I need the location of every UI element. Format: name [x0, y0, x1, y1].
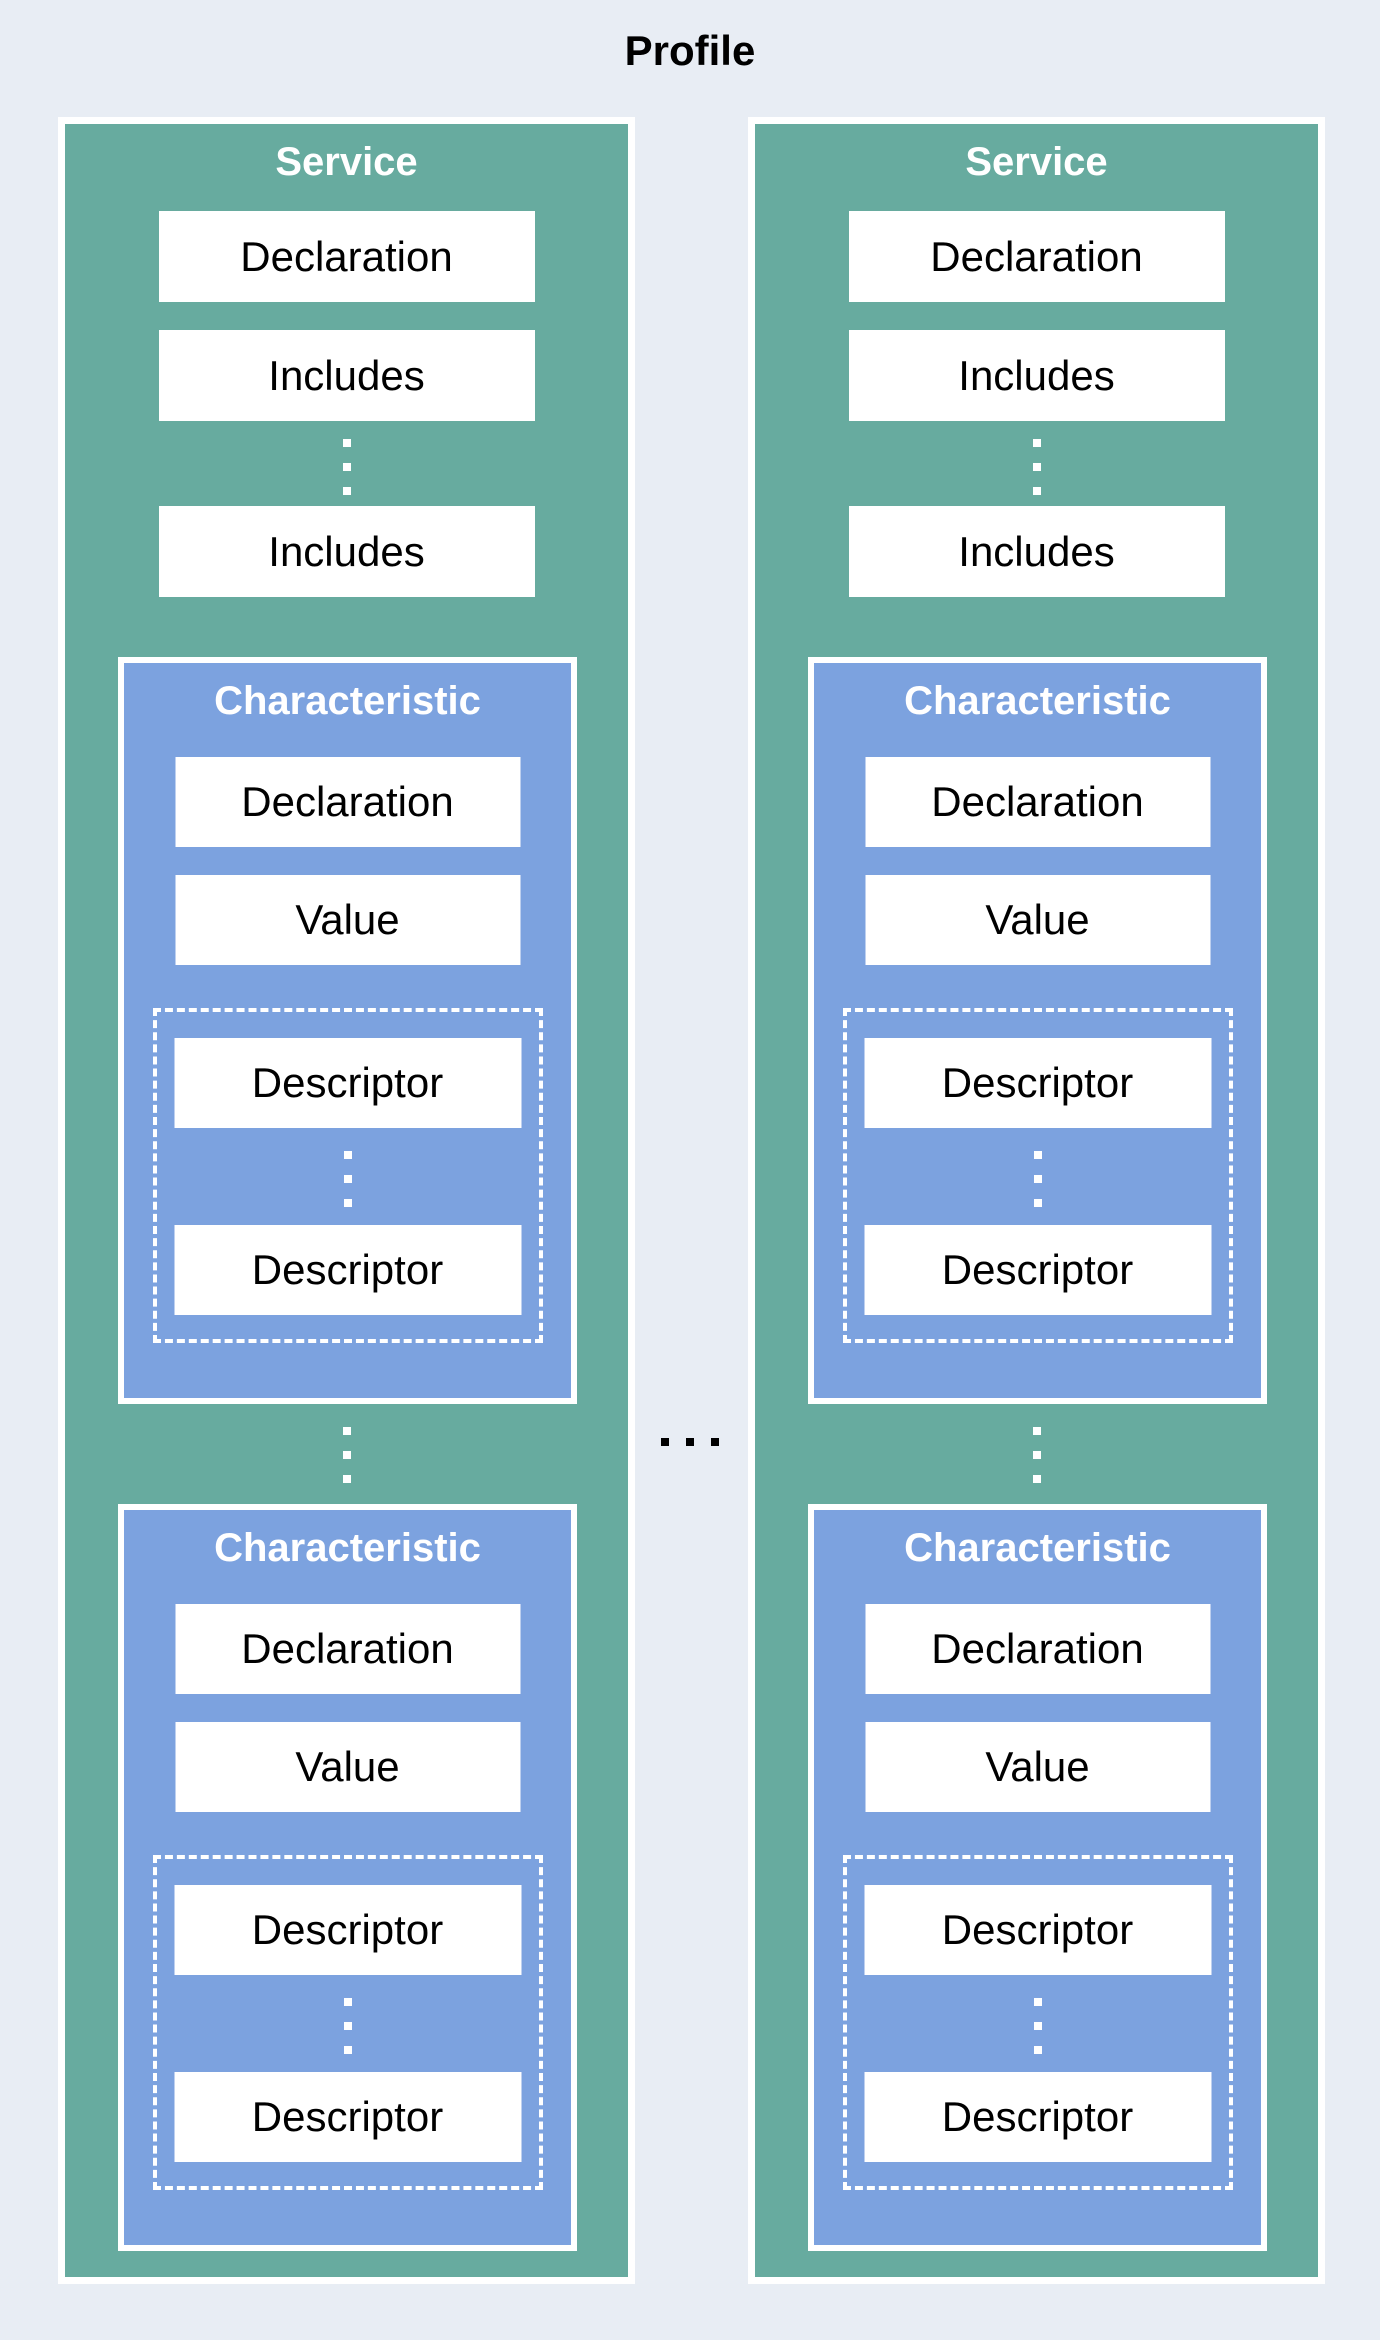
dot: [342, 1427, 351, 1435]
descriptor-box: Descriptor: [864, 1225, 1211, 1315]
dot: [1032, 487, 1041, 495]
vertical-ellipsis-icon: [1032, 439, 1041, 495]
descriptor-box: Descriptor: [174, 1225, 521, 1315]
vertical-ellipsis-icon: [342, 1427, 351, 1483]
declaration-box: Declaration: [175, 1604, 520, 1694]
vertical-ellipsis-icon: [1033, 1998, 1042, 2054]
characteristic-panel: Characteristic Declaration Value Descrip…: [118, 1504, 577, 2251]
dot: [342, 439, 351, 447]
dot: [1032, 1451, 1041, 1459]
dot: [343, 1998, 352, 2006]
dot: [343, 1199, 352, 1207]
includes-box: Includes: [158, 330, 535, 421]
descriptor-box: Descriptor: [174, 1038, 521, 1128]
service-title: Service: [275, 140, 418, 184]
vertical-ellipsis-icon: [1032, 1427, 1041, 1483]
dot: [1033, 2046, 1042, 2054]
dot: [686, 1438, 694, 1446]
dot: [1032, 1427, 1041, 1435]
dot: [1032, 463, 1041, 471]
vertical-ellipsis-icon: [343, 1151, 352, 1207]
dot: [1033, 2022, 1042, 2030]
dot: [711, 1438, 719, 1446]
dot: [343, 1175, 352, 1183]
characteristic-panel: Characteristic Declaration Value Descrip…: [118, 657, 577, 1404]
characteristic-title: Characteristic: [214, 1526, 481, 1570]
descriptor-box: Descriptor: [174, 2072, 521, 2162]
vertical-ellipsis-icon: [342, 439, 351, 495]
includes-box: Includes: [848, 506, 1225, 597]
descriptor-box: Descriptor: [864, 1885, 1211, 1975]
value-box: Value: [175, 1722, 520, 1812]
descriptor-box: Descriptor: [864, 1038, 1211, 1128]
dot: [343, 2022, 352, 2030]
dot: [661, 1438, 669, 1446]
declaration-box: Declaration: [865, 757, 1210, 847]
includes-box: Includes: [848, 330, 1225, 421]
dot: [342, 487, 351, 495]
horizontal-ellipsis-icon: [661, 1438, 719, 1446]
descriptor-box: Descriptor: [174, 1885, 521, 1975]
descriptor-group: Descriptor Descriptor: [152, 1008, 543, 1343]
characteristic-title: Characteristic: [904, 679, 1171, 723]
value-box: Value: [865, 1722, 1210, 1812]
dot: [1032, 1475, 1041, 1483]
service-title: Service: [965, 140, 1108, 184]
descriptor-box: Descriptor: [864, 2072, 1211, 2162]
characteristic-title: Characteristic: [214, 679, 481, 723]
characteristic-panel: Characteristic Declaration Value Descrip…: [808, 657, 1267, 1404]
dot: [343, 1151, 352, 1159]
dot: [1033, 1199, 1042, 1207]
dot: [1033, 1175, 1042, 1183]
declaration-box: Declaration: [158, 211, 535, 302]
value-box: Value: [175, 875, 520, 965]
service-panel-2: Service Declaration Includes Includes Ch…: [748, 117, 1325, 2284]
dot: [343, 2046, 352, 2054]
declaration-box: Declaration: [865, 1604, 1210, 1694]
dot: [342, 1475, 351, 1483]
dot: [342, 463, 351, 471]
includes-box: Includes: [158, 506, 535, 597]
dot: [1032, 439, 1041, 447]
characteristic-panel: Characteristic Declaration Value Descrip…: [808, 1504, 1267, 2251]
vertical-ellipsis-icon: [1033, 1151, 1042, 1207]
descriptor-group: Descriptor Descriptor: [152, 1855, 543, 2190]
dot: [1033, 1998, 1042, 2006]
page-title: Profile: [624, 27, 756, 74]
descriptor-group: Descriptor Descriptor: [842, 1855, 1233, 2190]
dot: [342, 1451, 351, 1459]
descriptor-group: Descriptor Descriptor: [842, 1008, 1233, 1343]
service-panel-1: Service Declaration Includes Includes Ch…: [58, 117, 635, 2284]
characteristic-title: Characteristic: [904, 1526, 1171, 1570]
declaration-box: Declaration: [848, 211, 1225, 302]
declaration-box: Declaration: [175, 757, 520, 847]
vertical-ellipsis-icon: [343, 1998, 352, 2054]
value-box: Value: [865, 875, 1210, 965]
dot: [1033, 1151, 1042, 1159]
